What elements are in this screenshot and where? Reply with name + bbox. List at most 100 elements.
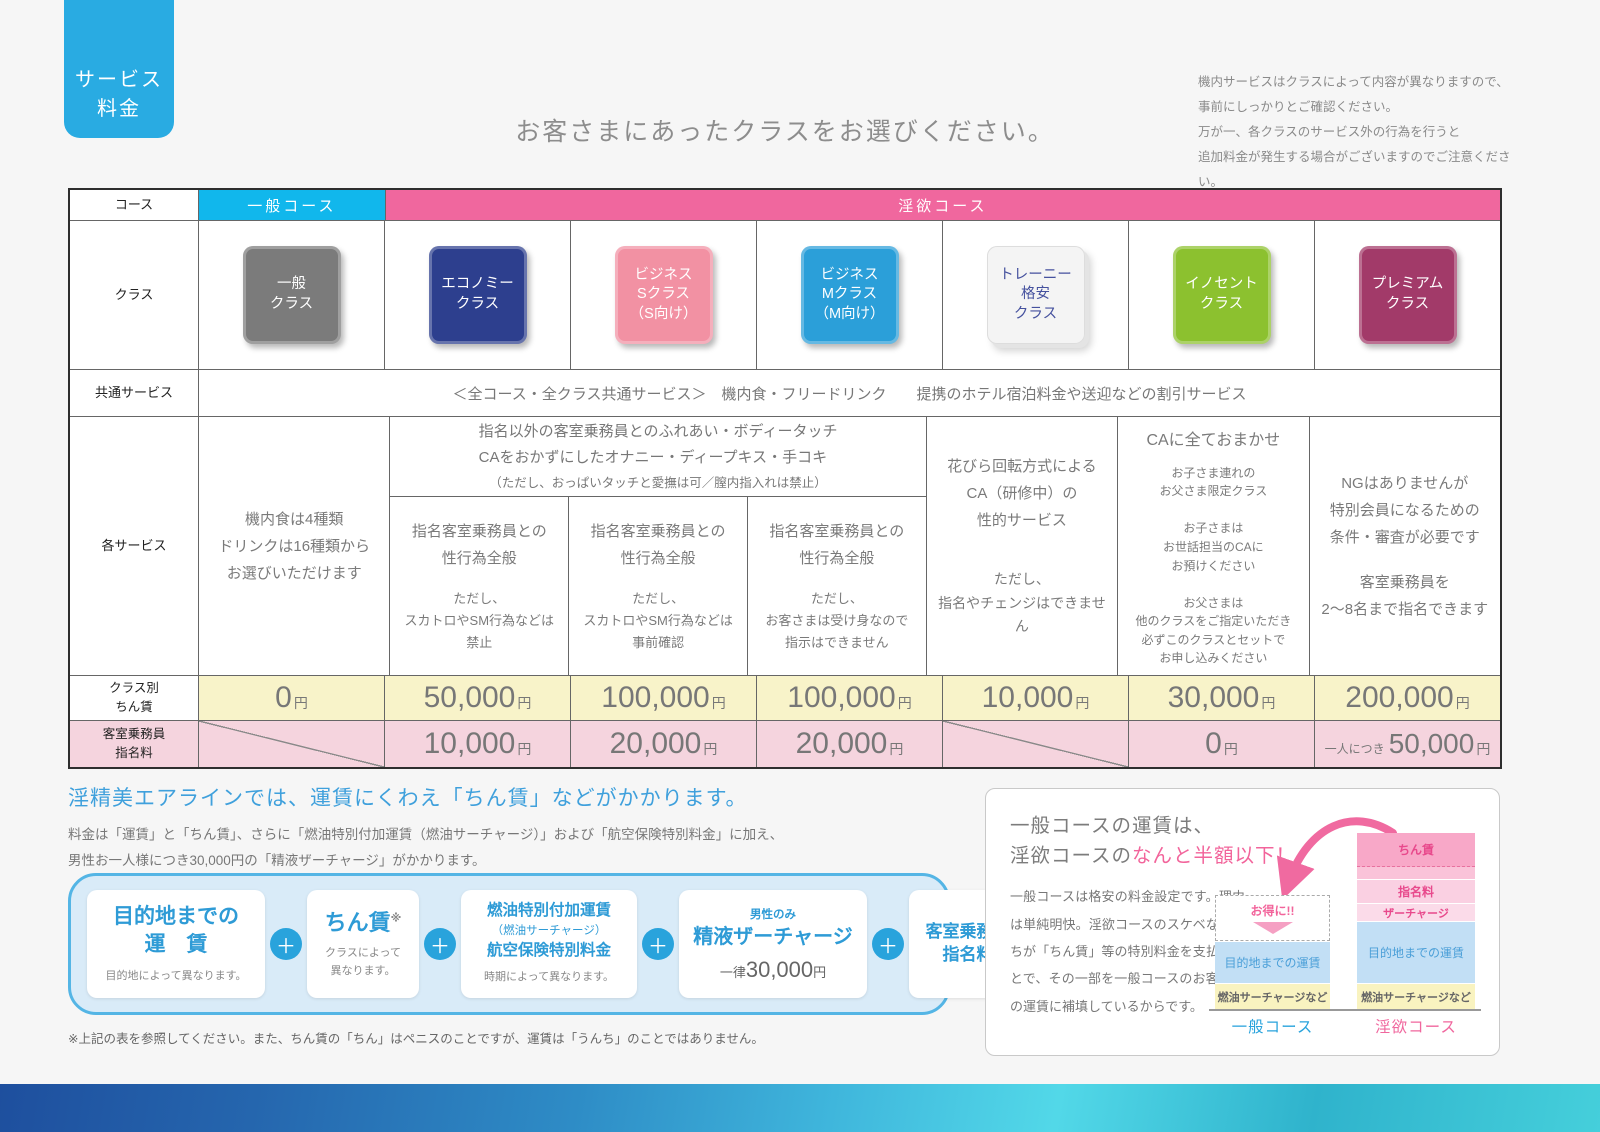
- service-cell-general: 機内食は4種類 ドリンクは16種類から お選びいただけます: [198, 417, 389, 675]
- fee-unit: 円: [517, 695, 532, 711]
- page-title: お客さまにあったクラスをお選びください。: [515, 118, 1055, 146]
- common-service-cell: ＜全コース・全クラス共通サービス＞ 機内食・フリードリンク 提携のホテル宿泊料金…: [198, 370, 1500, 416]
- service-text: 指名客室乗務員との 性行為全般: [411, 522, 547, 567]
- row-label-course: コース: [114, 197, 154, 213]
- fee-unit: 円: [517, 741, 532, 757]
- service-text: NGはありませんが 特別会員になるための 条件・審査が必要です: [1329, 474, 1480, 546]
- lust-course-label: 淫欲コース: [1375, 1019, 1457, 1036]
- fee-unit: 円: [1223, 741, 1238, 757]
- service-note: （ただし、おっぱいタッチと愛撫は可／膣内指入れは禁止）: [489, 476, 827, 491]
- segment-chinchin-fee: ちん賃: [1357, 833, 1475, 867]
- discount-box: お得に!!: [1215, 895, 1330, 941]
- fee-value: 50,000: [423, 681, 516, 714]
- header-note-line: 事前にしっかりとご確認ください。: [1198, 100, 1399, 114]
- fee-section-heading: 淫精美エアラインでは、運賃にくわえ「ちん賃」などがかかります。: [68, 787, 748, 810]
- formula-box-semen-surcharge: 男性のみ 精液ザーチャージ 一律30,000円: [679, 890, 867, 998]
- service-group-234: 指名以外の客室乗務員とのふれあい・ボディータッチ CAをおかずにしたオナニー・デ…: [389, 417, 926, 675]
- row-label-class: クラス: [114, 287, 154, 303]
- service-text: 指名以外の客室乗務員とのふれあい・ボディータッチ CAをおかずにしたオナニー・デ…: [478, 422, 838, 466]
- fee-unit: 円: [1455, 695, 1470, 711]
- box-tag: 男性のみ: [750, 908, 796, 921]
- service-text: 花びら回転方式による CA（研修中）の 性的サービス: [947, 457, 1097, 529]
- chart-baseline: [1209, 1009, 1481, 1011]
- formula-footnote: ※上記の表を参照してください。また、ちん賃の「ちん」はペニスのことですが、運賃は…: [68, 1032, 764, 1046]
- segment-base-fare: 目的地までの運賃: [1357, 921, 1475, 983]
- box-caption: クラスによって 異なります。: [325, 947, 401, 977]
- box-title: 航空保険特別料金: [486, 942, 611, 960]
- class-badge-innocent: イノセント クラス: [1172, 246, 1271, 344]
- segment-surcharge: ザーチャージ: [1357, 903, 1475, 921]
- class-cell-general: 一般 クラス: [198, 221, 384, 369]
- nomination-cell-na: [198, 721, 384, 767]
- box-title: 目的地までの 運 賃: [113, 904, 239, 957]
- service-note: ただし、 お客さまは受け身なので 指示はできません: [765, 590, 909, 651]
- class-badge-business-s: ビジネス Sクラス （S向け）: [614, 246, 713, 344]
- fee-value: 20,000: [609, 727, 702, 760]
- course-header-lust: 淫欲コース: [384, 190, 1500, 220]
- header-note-line: 追加料金が発生する場合がございますのでご注意ください。: [1198, 150, 1511, 189]
- row-label-nomination-fee: 客室乗務員 指名料: [70, 721, 198, 767]
- box-caption: 時期によって異なります。: [483, 971, 615, 984]
- service-note: ただし、 スカトロやSM行為などは 禁止: [404, 590, 555, 651]
- class-badge-trainee: トレーニー 格安 クラス: [986, 246, 1085, 344]
- service-cell-innocent: CAに全ておまかせ お子さま連れの お父さま限定クラス お子さまは お世話担当の…: [1117, 417, 1308, 675]
- service-fee-tab: サービス 料金: [64, 0, 174, 138]
- fee-unit: 円: [889, 741, 904, 757]
- row-label-class-fee: クラス別 ちん賃: [70, 676, 198, 720]
- class-badge-general: 一般 クラス: [242, 246, 341, 344]
- class-cell-trainee: トレーニー 格安 クラス: [942, 221, 1128, 369]
- fee-unit: 円: [703, 741, 718, 757]
- header-note-line: 万が一、各クラスのサービス外の行為を行うと: [1198, 125, 1461, 139]
- class-cell-premium: プレミアム クラス: [1314, 221, 1500, 369]
- class-badge-premium: プレミアム クラス: [1358, 246, 1457, 344]
- plus-icon: ＋: [872, 928, 904, 960]
- fee-value: 0: [1205, 727, 1222, 760]
- service-cell-premium: NGはありませんが 特別会員になるための 条件・審査が必要です 客室乗務員を 2…: [1308, 417, 1500, 675]
- common-service-row: 共通サービス ＜全コース・全クラス共通サービス＞ 機内食・フリードリンク 提携の…: [70, 369, 1500, 416]
- asterisk: ※: [390, 912, 402, 925]
- box-title: 燃油特別付加運賃: [486, 902, 611, 920]
- fee-value: 10,000: [981, 681, 1074, 714]
- general-course-bar: お得に!! 目的地までの運賃 燃油サーチャージなど: [1215, 895, 1330, 1009]
- fee-unit: 円: [293, 695, 308, 711]
- course-header-general: 一般コース: [198, 190, 385, 220]
- service-cell-business-m: 指名客室乗務員との 性行為全般 ただし、 お客さまは受け身なので 指示はできませ…: [746, 497, 926, 675]
- service-note: ただし、 指名やチェンジはできません: [938, 570, 1106, 635]
- lust-course-bar: ちん賃 指名料 ザーチャージ 目的地までの運賃 燃油サーチャージなど: [1357, 833, 1475, 1009]
- header-note-line: 機内サービスはクラスによって内容が異なりますので、: [1198, 75, 1509, 89]
- down-arrow-icon: [1252, 922, 1293, 934]
- formula-box-chinchin-fee: ちん賃※ クラスによって 異なります。: [307, 890, 419, 998]
- plus-icon: ＋: [270, 928, 302, 960]
- segment-fuel-surcharge: 燃油サーチャージなど: [1357, 983, 1475, 1009]
- row-label-services: 各サービス: [101, 538, 167, 554]
- discount-label: お得に!!: [1250, 904, 1295, 918]
- box-title: 精液ザーチャージ: [693, 925, 853, 948]
- amount-prefix: 一律: [719, 964, 746, 980]
- service-text: 指名客室乗務員との 性行為全般: [590, 522, 726, 567]
- formula-box-surcharges: 燃油特別付加運賃 （燃油サーチャージ） 航空保険特別料金 時期によって異なります…: [461, 890, 637, 998]
- class-cell-innocent: イノセント クラス: [1128, 221, 1314, 369]
- promo-title-highlight: なんと半額以下！: [1132, 845, 1297, 868]
- fee-value: 100,000: [787, 681, 896, 714]
- class-badge-row: クラス 一般 クラス エコノミー クラス ビジネス Sクラス （S向け） ビジネ…: [70, 220, 1500, 369]
- promo-title-line1: 一般コースの運賃は、: [1010, 815, 1215, 837]
- fee-value: 200,000: [1345, 681, 1454, 714]
- plus-icon: ＋: [424, 928, 456, 960]
- fee-unit: 円: [1261, 695, 1276, 711]
- promo-title-line2: 淫欲コースの: [1010, 845, 1133, 868]
- fee-value: 50,000: [1388, 728, 1475, 759]
- decorative-footer-band: [0, 1084, 1600, 1132]
- box-title: ちん賃: [324, 909, 391, 935]
- fee-unit: 円: [897, 695, 912, 711]
- header-note: 機内サービスはクラスによって内容が異なりますので、 事前にしっかりとご確認くださ…: [1198, 70, 1528, 195]
- fee-value: 0: [275, 681, 292, 714]
- class-badge-business-m: ビジネス Mクラス （M向け）: [800, 246, 899, 344]
- services-row: 各サービス 機内食は4種類 ドリンクは16種類から お選びいただけます 指名以外…: [70, 416, 1500, 675]
